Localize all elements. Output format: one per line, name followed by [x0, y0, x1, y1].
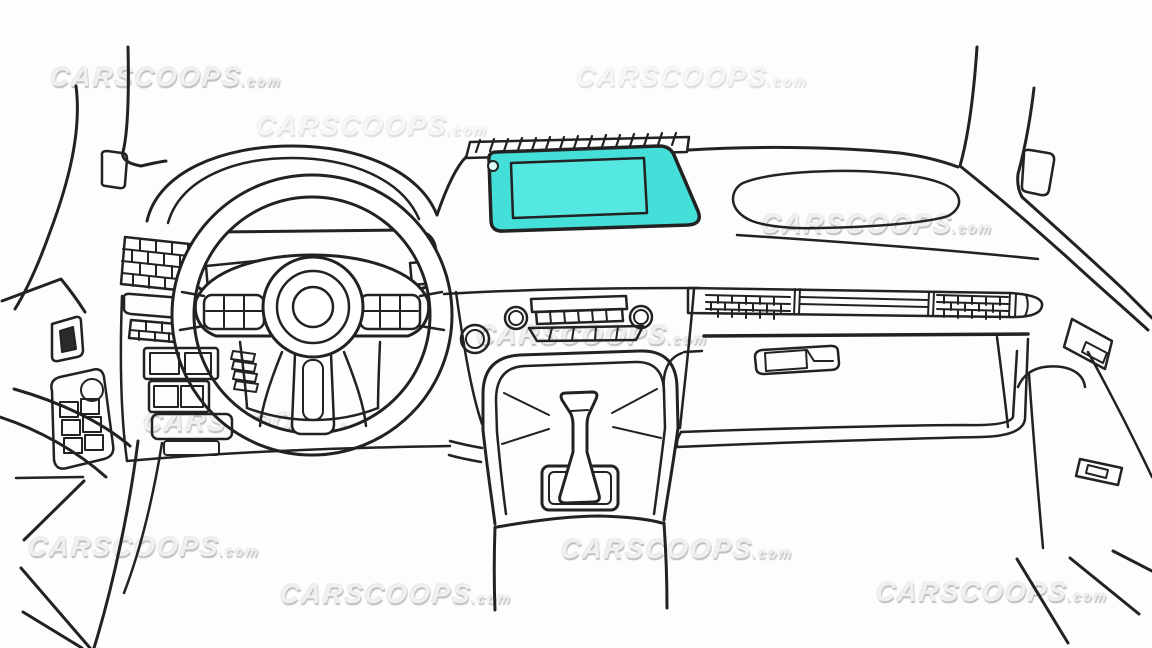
right-mirror-sail [1020, 148, 1056, 197]
passenger-air-vent [686, 286, 1044, 320]
climate-controls [442, 286, 704, 464]
lock-switch [80, 378, 104, 402]
temp-knob-left [503, 305, 529, 331]
climate-display [529, 294, 629, 314]
passenger-airbag-panel [731, 169, 961, 230]
glovebox-handle [753, 344, 841, 376]
right-door-panel [1015, 317, 1152, 645]
door-grab [1016, 365, 1087, 389]
screen-camera-dot [487, 160, 499, 172]
volume-knob [459, 323, 491, 355]
a-pillars-and-windshield [0, 45, 1152, 363]
steering-wheel [170, 173, 454, 457]
left-door-panel [0, 368, 164, 648]
center-console [481, 349, 680, 612]
door-sill-trim [1074, 457, 1124, 487]
glovebox [675, 332, 1030, 449]
window-switch-panel [50, 368, 115, 470]
instrument-hood [145, 144, 439, 223]
climate-button-row [534, 307, 625, 326]
switch-bank [142, 346, 220, 381]
door-pull-handle [1062, 317, 1114, 371]
screen-display-area [509, 156, 649, 220]
left-side-demister-vent [100, 149, 129, 190]
dashboard-top-and-hood [139, 144, 1040, 261]
gear-shifter [558, 390, 601, 505]
bottom-spoke [290, 352, 336, 436]
lower-button-row [527, 324, 645, 343]
steering-wheel-rim [170, 173, 454, 457]
infotainment-screen-highlight [487, 144, 701, 233]
left-mirror-sail [50, 315, 85, 363]
armrest [495, 514, 664, 529]
